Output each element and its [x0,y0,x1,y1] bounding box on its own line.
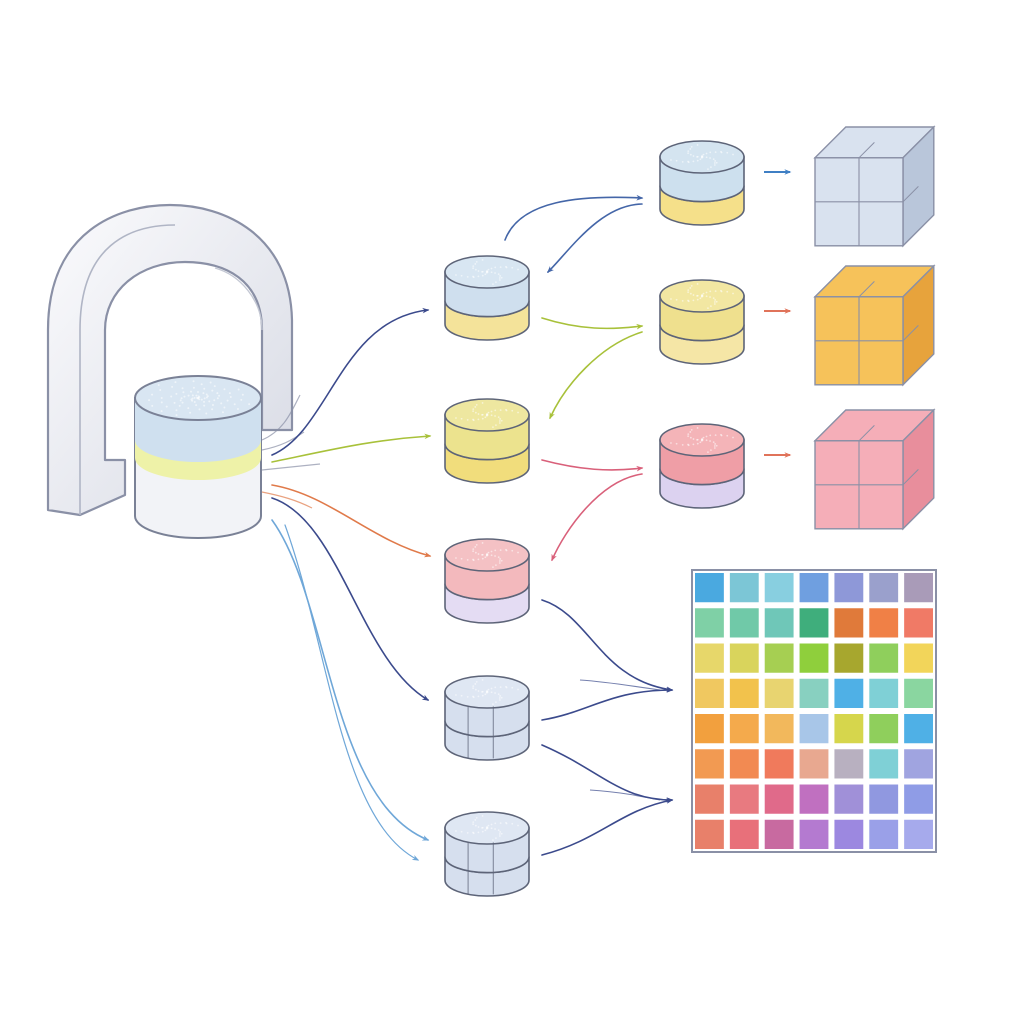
matrix-cell [904,749,933,779]
matrix-cell [904,819,933,849]
arrow-mid-3-to-grid [541,599,674,692]
arrow-out-2-to-mid-2 [549,331,643,420]
grid-feed-stroke [579,679,661,691]
matrix-cell [764,678,794,708]
matrix-cell [869,678,899,708]
matrix-cell [729,643,759,673]
matrix-cell [799,678,829,708]
matrix-cell [799,784,829,814]
matrix-cell [729,749,759,779]
matrix-cell [729,714,759,744]
database-cylinder-icon [444,255,530,341]
source-emission-stroke [261,431,305,451]
source-scanner [46,203,294,539]
matrix-cell [764,573,794,603]
matrix-cell [695,749,724,779]
matrix-cell [904,714,933,744]
arrow-source-to-mid-1 [271,307,430,456]
matrix-cell [869,749,899,779]
matrix-cell [904,608,933,638]
matrix-cell [904,784,933,814]
matrix-cell [869,573,899,603]
matrix-cell [904,643,933,673]
matrix-cell [764,749,794,779]
source-emission-stroke [261,463,321,471]
voxel-cube-icon [813,408,936,531]
matrix-cell [695,678,724,708]
voxel-cube-icon [813,125,936,248]
arrow-source-to-mid-5 [271,519,430,841]
matrix-cell [834,714,864,744]
grid-feed-stroke [589,789,661,801]
matrix-cell [729,608,759,638]
matrix-cell [695,784,724,814]
source-drum-icon [134,375,262,539]
flow-arrows [261,194,674,861]
matrix-cell [695,643,724,673]
matrix-cell [729,819,759,849]
source-emission-stroke [261,394,301,441]
arrow-source-to-mid-2 [271,433,432,463]
arrow-mid-1-to-out-1 [504,194,644,241]
database-cylinder-icon [659,140,745,226]
matrix-cell [695,819,724,849]
matrix-cell [764,643,794,673]
matrix-cell [869,784,899,814]
matrix-cell [799,819,829,849]
matrix-cell [695,608,724,638]
matrix-cell [799,643,829,673]
matrix-cell [869,819,899,849]
matrix-cell [695,573,724,603]
arrow-source-to-mid-3 [271,484,432,558]
matrix-cell [869,714,899,744]
matrix-cell [869,608,899,638]
matrix-cell [695,714,724,744]
arrow-source-to-mid-4 [271,497,430,701]
matrix-cell [834,784,864,814]
matrix-cell [764,784,794,814]
arrow-mid-1-to-out-2 [541,317,644,330]
matrix-cell [834,608,864,638]
arrow-out-3-to-mid-3 [551,473,643,562]
matrix-cell [764,714,794,744]
matrix-cell [799,573,829,603]
voxel-cube-icon [813,264,936,387]
database-cylinder-icon [659,423,745,509]
matrix-cell [764,608,794,638]
database-cylinder-icon [659,279,745,365]
matrix-cell [729,678,759,708]
matrix-cell [834,749,864,779]
source-emission-stroke [261,491,313,509]
output-nodes [659,125,936,531]
matrix-cell [799,749,829,779]
matrix-cell [764,819,794,849]
arrow-source-to-mid-5b [284,524,420,861]
matrix-cell [834,819,864,849]
matrix-cell [799,608,829,638]
matrix-cell [904,678,933,708]
output-color-matrix [691,569,937,853]
arrow-out-1-to-mid-1 [547,203,643,273]
matrix-cell [834,573,864,603]
matrix-cell [834,678,864,708]
segmented-cylinder-icon [444,675,530,761]
intermediate-nodes [444,255,530,897]
matrix-cell [799,714,829,744]
matrix-cell [729,573,759,603]
scanner-gantry-icon [46,203,294,517]
database-cylinder-icon [444,538,530,624]
arrow-mid-2-to-out-3 [541,459,644,472]
arrow-mid-4-to-grid [541,687,674,721]
matrix-cell [869,643,899,673]
segmented-cylinder-icon [444,811,530,897]
matrix-cell [834,643,864,673]
matrix-cell [729,784,759,814]
database-cylinder-icon [444,398,530,484]
matrix-cell [904,573,933,603]
arrow-mid-5-to-grid [541,798,674,856]
